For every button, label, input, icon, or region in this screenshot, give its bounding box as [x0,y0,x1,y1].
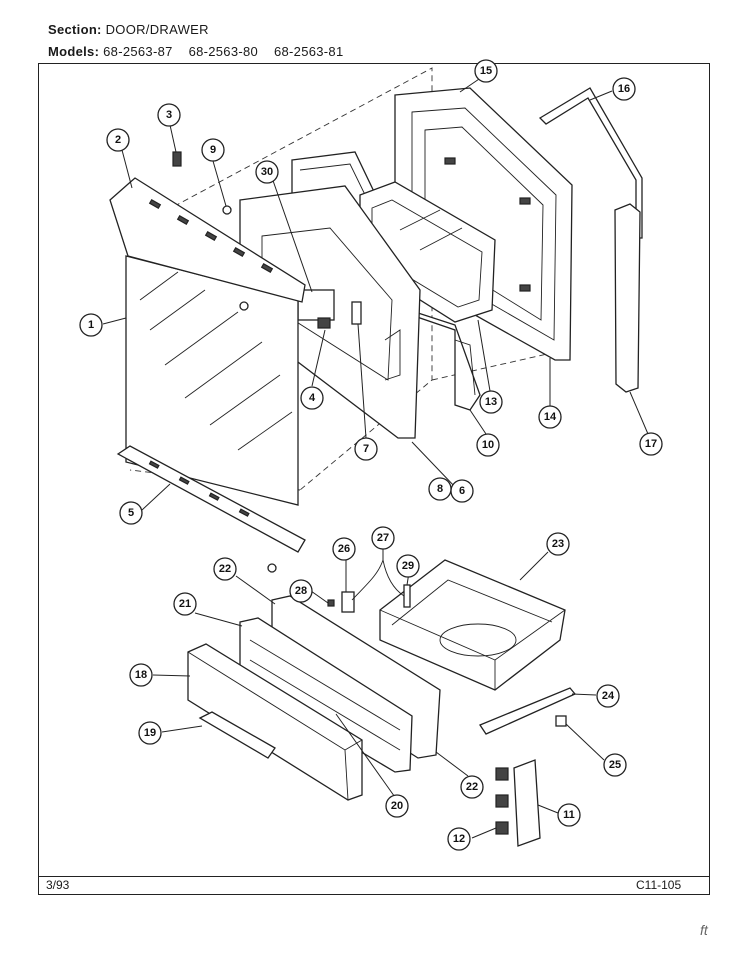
callout-28: 28 [289,579,313,603]
svg-text:19: 19 [144,727,156,739]
models-label: Models: [48,44,100,59]
svg-text:15: 15 [480,65,492,77]
callout-22-lower: 22 [460,775,484,799]
svg-text:24: 24 [602,690,615,702]
svg-text:23: 23 [552,538,564,550]
callout-19: 19 [138,721,162,745]
svg-text:7: 7 [363,443,369,455]
section-header: Section: DOOR/DRAWER [48,22,209,37]
callout-7: 7 [354,437,378,461]
drawer-front-18 [187,643,363,801]
rail-clip-25 [555,715,567,727]
leader-lines [102,74,649,839]
callout-26: 26 [332,537,356,561]
callout-12: 12 [447,827,471,851]
svg-text:3: 3 [166,109,172,121]
svg-text:29: 29 [402,560,414,572]
svg-text:5: 5 [128,507,134,519]
svg-text:17: 17 [645,438,657,450]
models-header: Models: 68-2563-87 68-2563-80 68-2563-81 [48,44,355,59]
callout-6: 6 [450,479,474,503]
drawer-box-23 [379,559,566,691]
svg-text:28: 28 [295,585,307,597]
svg-text:11: 11 [563,809,575,821]
callout-10: 10 [476,433,500,457]
callout-11: 11 [557,803,581,827]
callout-20: 20 [385,794,409,818]
callout-30: 30 [255,160,279,184]
footer-date: 3/93 [46,878,70,892]
side-trim-17 [614,203,641,393]
switch-assembly-26 [327,558,411,613]
callout-1: 1 [79,313,103,337]
svg-text:6: 6 [459,485,465,497]
bottom-trim-5 [116,445,306,553]
screws [172,151,277,573]
callout-21: 21 [173,592,197,616]
diagram-frame [38,63,710,895]
callout-16: 16 [612,77,636,101]
drawer-insulation-21 [239,617,413,773]
svg-text:27: 27 [377,532,389,544]
callout-5: 5 [119,501,143,525]
svg-text:10: 10 [482,439,494,451]
svg-text:21: 21 [179,598,191,610]
svg-text:14: 14 [544,411,557,423]
svg-text:30: 30 [261,166,273,178]
footer-divider [38,876,710,877]
callout-24: 24 [596,684,620,708]
svg-text:22: 22 [466,781,478,793]
drawer-rail-24 [479,687,577,735]
svg-text:2: 2 [115,134,121,146]
callout-14: 14 [538,405,562,429]
model-number: 68-2563-80 [188,44,259,59]
side-panel-11 [495,759,541,847]
callout-2: 2 [106,128,130,152]
section-value: DOOR/DRAWER [105,22,209,37]
callout-25: 25 [603,753,627,777]
model-number: 68-2563-81 [273,44,344,59]
callout-15: 15 [474,59,498,83]
svg-text:22: 22 [219,563,231,575]
svg-text:18: 18 [135,669,147,681]
callout-17: 17 [639,432,663,456]
hinge-hardware-30 [297,289,362,329]
svg-text:4: 4 [309,392,316,404]
callout-27: 27 [371,526,395,550]
svg-text:16: 16 [618,83,630,95]
callout-18: 18 [129,663,153,687]
model-number: 68-2563-87 [103,44,173,59]
callout-13: 13 [479,390,503,414]
svg-text:20: 20 [391,800,403,812]
callout-9: 9 [201,138,225,162]
marginal-mark: ft [700,922,708,938]
callout-29: 29 [396,554,420,578]
callout-22: 22 [213,557,237,581]
svg-text:25: 25 [609,759,621,771]
svg-text:1: 1 [88,319,94,331]
callout-4: 4 [300,386,324,410]
svg-text:12: 12 [453,833,465,845]
svg-text:9: 9 [210,144,216,156]
callout-23: 23 [546,532,570,556]
svg-text:13: 13 [485,396,497,408]
callout-3: 3 [157,103,181,127]
callout-8: 8 [428,477,452,501]
section-label: Section: [48,22,102,37]
svg-text:26: 26 [338,543,350,555]
footer-code: C11-105 [636,878,682,892]
svg-text:8: 8 [437,483,443,495]
